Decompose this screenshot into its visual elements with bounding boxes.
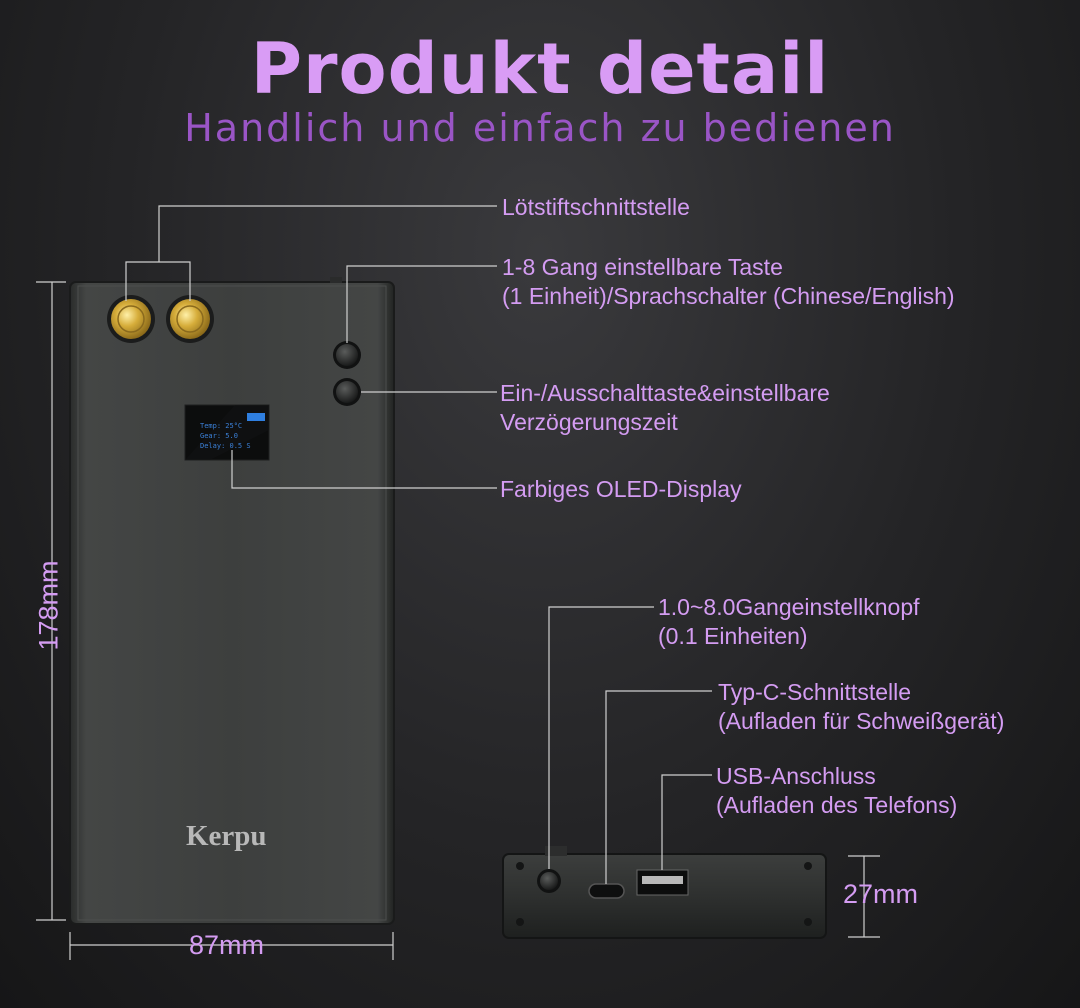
solder-pin-left <box>107 295 155 343</box>
label-power-button-2: Verzögerungszeit <box>500 409 678 435</box>
solder-pin-right <box>166 295 214 343</box>
label-typec-1: Typ-C-Schnittstelle <box>718 679 912 705</box>
page-title: Produkt detail <box>250 28 830 110</box>
oled-screen <box>184 404 270 461</box>
power-button <box>333 378 361 406</box>
label-knob-1: 1.0~8.0Gangeinstellknopf <box>658 594 920 620</box>
oled-line-gear: Gear: 5.0 <box>200 432 238 440</box>
device-front <box>69 277 395 925</box>
oled-line-temp: Temp: 25°C <box>200 422 243 430</box>
label-gear-button-1: 1-8 Gang einstellbare Taste <box>502 254 783 280</box>
label-typec-2: (Aufladen für Schweißgerät) <box>718 708 1005 734</box>
label-usb-1: USB-Anschluss <box>716 763 876 789</box>
label-pin-interface: Lötstiftschnittstelle <box>502 194 690 220</box>
label-gear-button-2: (1 Einheit)/Sprachschalter (Chinese/Engl… <box>502 283 955 309</box>
label-usb-2: (Aufladen des Telefons) <box>716 792 958 818</box>
label-oled-display: Farbiges OLED-Display <box>500 476 742 502</box>
brand-logo: Kerpu <box>186 820 267 852</box>
device-side <box>502 846 827 939</box>
dimension-depth: 27mm <box>843 879 919 909</box>
label-knob-2: (0.1 Einheiten) <box>658 623 808 649</box>
oled-line-delay: Delay: 0.5 S <box>200 442 251 450</box>
gear-button <box>333 341 361 369</box>
label-power-button-1: Ein-/Ausschalttaste&einstellbare <box>500 380 830 406</box>
dimension-lines <box>36 281 880 960</box>
dimension-width: 87mm <box>189 930 265 960</box>
callout-lines <box>125 205 712 884</box>
page-subtitle: Handlich und einfach zu bedienen <box>184 106 896 150</box>
dimension-height: 178mm <box>33 560 64 651</box>
